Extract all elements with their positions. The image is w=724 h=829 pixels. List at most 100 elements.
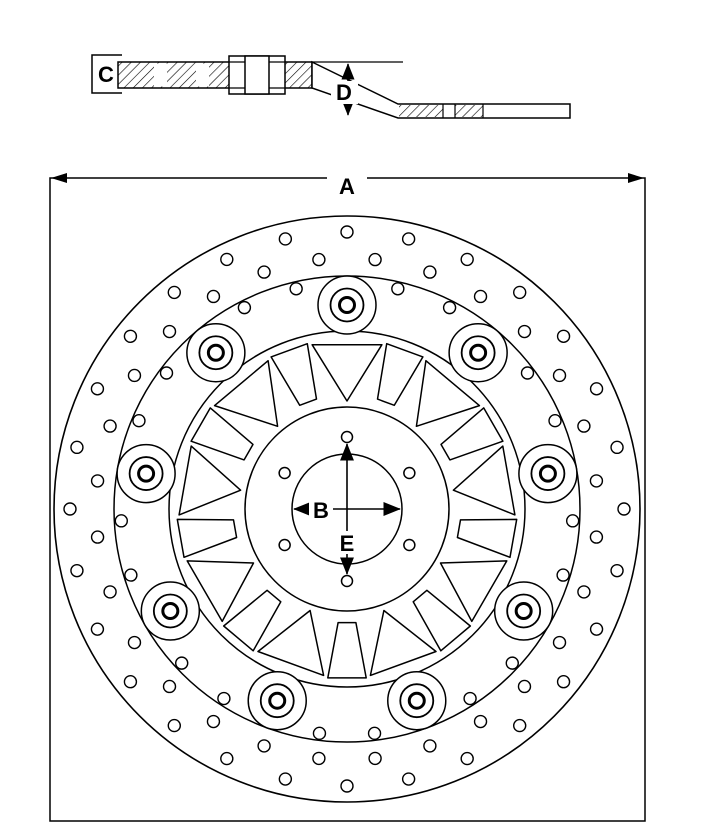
label-backdrop xyxy=(309,497,333,521)
carrier-window-triangle xyxy=(439,560,508,623)
carrier-window-slot xyxy=(176,518,238,559)
floating-button-inner xyxy=(469,343,488,362)
drill-hole xyxy=(167,718,181,733)
rivet-section xyxy=(244,55,270,95)
drill-hole xyxy=(556,675,571,689)
drill-hole xyxy=(460,751,474,766)
button-bosses xyxy=(116,275,578,731)
dim-arrowhead-right xyxy=(628,173,644,183)
drill-hole xyxy=(423,265,437,279)
floating-button-inner xyxy=(206,343,225,362)
flange-hatch xyxy=(399,105,443,117)
drill-hole xyxy=(391,282,405,296)
drill-hole xyxy=(517,324,532,339)
drill-hole xyxy=(565,514,580,528)
drill-hole xyxy=(517,679,532,694)
drill-hole xyxy=(610,563,624,578)
drill-hole xyxy=(257,265,271,279)
drill-hole xyxy=(401,232,416,246)
drill-hole xyxy=(460,252,474,267)
drill-hole xyxy=(617,502,631,516)
drill-hole xyxy=(162,324,177,339)
drill-hole xyxy=(367,726,382,741)
floating-buttons xyxy=(128,287,566,719)
drill-hole xyxy=(610,440,624,455)
carrier-window-triangle xyxy=(369,609,437,677)
drill-hole xyxy=(127,635,142,650)
drill-hole xyxy=(159,366,174,380)
dim-label-bolt-circle: E xyxy=(340,531,355,556)
section-hole-gap xyxy=(154,63,167,87)
mounting-hole xyxy=(278,466,291,480)
drill-hole xyxy=(463,691,477,706)
floating-button-inner xyxy=(338,296,356,314)
drill-hole xyxy=(206,289,221,304)
drill-hole xyxy=(556,329,571,343)
drill-hole xyxy=(220,751,234,766)
drill-hole xyxy=(220,252,234,267)
carrier-window-slot xyxy=(440,407,504,461)
floating-button-inner xyxy=(161,602,180,620)
drill-hole xyxy=(589,382,604,396)
carrier-window-triangle xyxy=(213,359,279,428)
cross-section-view: D C xyxy=(91,54,571,119)
drill-hole xyxy=(289,282,303,296)
drill-hole xyxy=(167,285,181,300)
mounting-hole xyxy=(403,466,416,480)
carrier-window-slot xyxy=(412,589,472,652)
drill-hole xyxy=(237,300,252,315)
mounting-hole xyxy=(340,574,354,588)
carrier-window-triangle xyxy=(178,445,242,516)
drill-hole xyxy=(90,382,105,396)
drill-hole xyxy=(257,739,271,753)
drill-hole xyxy=(520,366,535,380)
carrier-window-slot xyxy=(327,621,367,679)
drill-hole xyxy=(123,675,138,689)
floating-button-inner xyxy=(268,691,287,710)
drill-hole xyxy=(90,474,105,488)
carrier-window-triangle xyxy=(415,359,481,428)
drill-hole xyxy=(90,530,105,544)
label-backdrop xyxy=(331,81,358,104)
drill-hole xyxy=(123,329,138,343)
carrier-window-slot xyxy=(270,342,318,407)
thickness-bracket xyxy=(91,54,122,94)
drill-hole xyxy=(340,225,354,239)
drill-hole xyxy=(548,413,562,428)
dim-label-thickness: C xyxy=(98,62,114,87)
carrier-window-slot xyxy=(376,342,424,407)
drill-hole xyxy=(577,585,591,599)
label-backdrop xyxy=(327,169,367,188)
drill-hole xyxy=(401,772,416,786)
drill-hole xyxy=(513,718,527,733)
drill-hole xyxy=(312,252,326,267)
drill-hole xyxy=(162,679,177,694)
drill-hole xyxy=(127,368,142,383)
drill-hole xyxy=(90,622,105,636)
carrier-window-slot xyxy=(190,407,254,461)
drill-hole xyxy=(70,563,84,578)
drill-hole xyxy=(132,413,146,428)
front-view: A B E xyxy=(49,169,646,822)
carrier-window-triangle xyxy=(186,560,255,623)
drill-hole xyxy=(513,285,527,300)
dim-label-outer-diameter: A xyxy=(339,174,355,199)
dim-arrowhead-left xyxy=(51,173,67,183)
drill-hole xyxy=(278,772,293,786)
drill-hole xyxy=(589,530,604,544)
dim-label-offset: D xyxy=(336,80,352,105)
drill-hole xyxy=(217,691,231,706)
mounting-hole xyxy=(340,430,354,444)
drill-hole xyxy=(473,289,488,304)
carrier-windows xyxy=(176,342,518,679)
drill-hole xyxy=(124,568,138,582)
drill-hole xyxy=(114,514,129,528)
carrier-window-triangle xyxy=(257,609,325,677)
drill-hole xyxy=(556,568,570,582)
drill-hole xyxy=(206,714,221,729)
mounting-hole xyxy=(278,538,291,552)
floating-button-inner xyxy=(538,464,557,483)
drill-hole xyxy=(368,751,382,766)
drill-hole xyxy=(505,656,519,670)
carrier-window-slot xyxy=(222,589,282,652)
